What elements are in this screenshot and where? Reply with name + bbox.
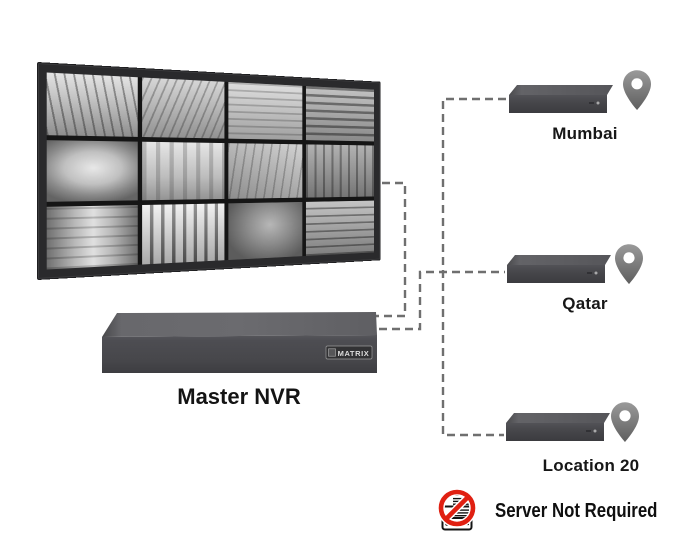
status-led xyxy=(596,101,600,105)
remote-nvr-location20 xyxy=(506,413,610,441)
camera-feed-server-room xyxy=(141,203,224,265)
server-not-required-label: Server Not Required xyxy=(495,499,658,522)
master-nvr-device: MATRIX xyxy=(102,312,377,373)
camera-feed-loading-dock xyxy=(141,141,224,201)
camera-feed-corridor-people xyxy=(227,202,303,261)
video-wall xyxy=(37,62,381,280)
link-wall-to-master xyxy=(374,181,407,318)
camera-feed-industrial-machine xyxy=(306,144,375,198)
remote-nvr-top-face xyxy=(506,413,610,423)
master-nvr-front-face xyxy=(102,335,377,373)
camera-feed-warehouse-aisle xyxy=(46,205,138,270)
camera-feed-storage-racks xyxy=(306,200,375,256)
camera-feed-grid xyxy=(46,72,375,270)
front-slot xyxy=(587,272,592,274)
master-nvr-label: Master NVR xyxy=(177,384,301,409)
remote-nvr-top-face xyxy=(509,85,613,95)
server-not-required-icon xyxy=(437,488,477,531)
map-pin-icon xyxy=(615,244,643,284)
status-led xyxy=(594,271,598,275)
server-not-required-badge: Server Not Required xyxy=(436,486,688,536)
camera-feed-factory-floor xyxy=(227,81,303,140)
camera-feed-office-desks xyxy=(227,142,303,200)
remote-nvr-top-face xyxy=(507,255,611,265)
location-label-qatar: Qatar xyxy=(562,294,608,313)
remote-nvr-mumbai xyxy=(509,85,613,113)
location-label-mumbai: Mumbai xyxy=(552,124,618,143)
matrix-logo: MATRIX xyxy=(325,345,373,360)
map-pin-icon xyxy=(623,70,651,110)
matrix-logo-text: MATRIX xyxy=(338,349,370,358)
front-slot xyxy=(586,430,591,432)
front-slot xyxy=(589,102,594,104)
remote-nvr-front-face xyxy=(507,265,605,283)
remote-nvr-qatar xyxy=(507,255,611,283)
camera-feed-parking-lot xyxy=(306,86,375,142)
camera-feed-warehouse-racks xyxy=(46,72,138,137)
map-pin-icon xyxy=(611,402,639,442)
status-led xyxy=(593,429,597,433)
video-wall-frame xyxy=(37,62,381,280)
link-master-to-qatar xyxy=(379,270,505,331)
camera-feed-lobby-fisheye xyxy=(46,139,138,203)
master-nvr-top-face xyxy=(102,312,377,337)
location-label-location20: Location 20 xyxy=(542,456,640,475)
remote-nvr-front-face xyxy=(509,95,607,113)
remote-nvr-front-face xyxy=(506,423,604,441)
trunk-mumbai-to-location20 xyxy=(441,97,506,437)
camera-feed-open-office xyxy=(141,77,224,139)
